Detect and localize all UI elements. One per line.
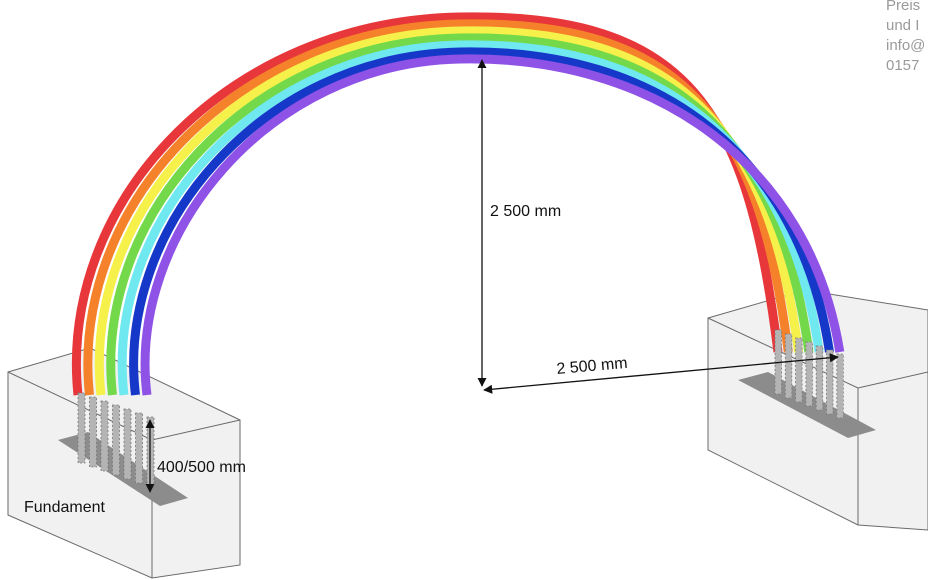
contact-line-1: Preis <box>886 0 920 14</box>
anchor-bar <box>836 353 844 419</box>
rainbow-arch <box>72 12 845 396</box>
depth-label: 400/500 mm <box>157 459 246 476</box>
foundation-label: Fundament <box>24 499 105 516</box>
arch-band <box>106 33 814 396</box>
anchor-bar <box>805 341 813 407</box>
anchor-bar <box>100 400 109 472</box>
radius-label: 2 500 mm <box>556 355 628 378</box>
contact-line-4: 0157 <box>886 57 919 74</box>
anchor-bar <box>826 349 834 415</box>
anchor-bar <box>784 333 793 399</box>
anchor-bar <box>77 392 86 464</box>
anchor-bar <box>123 408 132 480</box>
anchor-bar <box>89 396 97 468</box>
contact-info: Preis und I info@ 0157 <box>886 0 925 74</box>
anchor-bar <box>795 337 803 403</box>
contact-line-2: und I <box>886 17 919 34</box>
height-label: 2 500 mm <box>490 203 561 220</box>
anchor-bar <box>112 404 120 476</box>
contact-line-3: info@ <box>886 37 925 54</box>
anchor-bar <box>135 412 143 484</box>
radius-dimension-line <box>483 353 839 394</box>
arch-band <box>140 54 845 396</box>
anchor-bar <box>815 345 824 411</box>
